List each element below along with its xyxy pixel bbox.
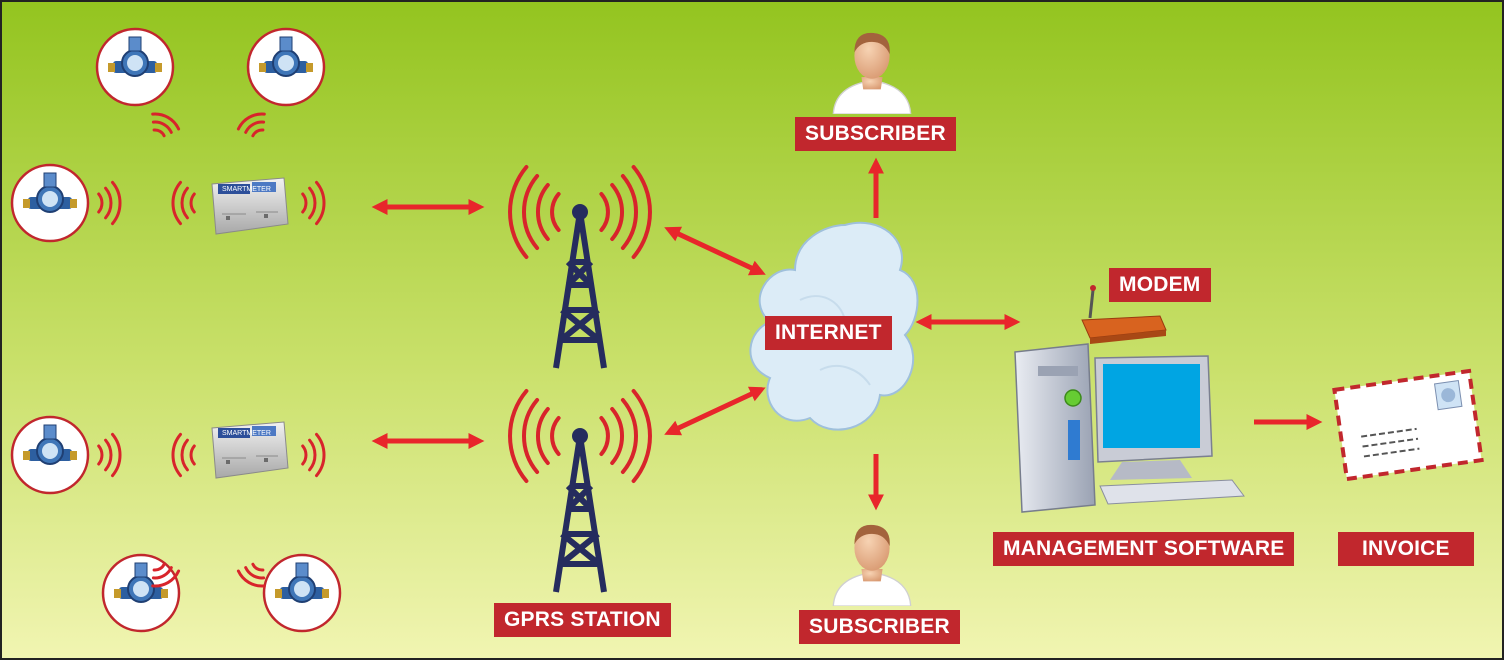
subscriber-bottom-label: SUBSCRIBER: [799, 610, 960, 644]
signal-wave-arc: [522, 398, 540, 474]
signal-wave-arc: [151, 566, 173, 580]
water-meter-icon: [10, 415, 90, 495]
signal-wave-arc: [631, 165, 652, 259]
gprs-tower-icon: [553, 204, 607, 369]
signal-wave-arc: [301, 444, 308, 466]
signal-wave-arc: [189, 444, 196, 466]
signal-wave-arc: [308, 186, 317, 220]
arrow-tower-internet-top: [664, 226, 766, 276]
signal-wave-arc: [180, 186, 189, 220]
invoice-label: INVOICE: [1338, 532, 1474, 566]
signal-wave-arc: [111, 180, 122, 226]
signal-wave-arc: [236, 112, 266, 131]
signal-wave-arc: [97, 192, 104, 214]
signal-wave-arc: [152, 562, 166, 572]
signal-wave-arc: [97, 444, 104, 466]
water-meter-icon: [101, 553, 181, 633]
envelope-icon: [1332, 368, 1484, 482]
signal-wave-arc: [104, 186, 113, 220]
water-meter-icon: [10, 163, 90, 243]
signal-wave-arc: [236, 569, 266, 588]
signal-wave-arc: [550, 192, 561, 232]
management-software-label: MANAGEMENT SOFTWARE: [993, 532, 1295, 566]
concentrator-brand-label: SMARTMETER: [222, 430, 271, 437]
signal-wave-arc: [111, 432, 122, 478]
signal-wave-arc: [301, 192, 308, 214]
signal-wave-arc: [315, 432, 326, 478]
signal-wave-arc: [610, 407, 624, 465]
signal-wave-arc: [251, 562, 265, 572]
signal-wave-arc: [599, 416, 610, 456]
water-meter-icon: [95, 27, 175, 107]
signal-wave-arc: [522, 174, 540, 250]
signal-wave-arc: [180, 438, 189, 472]
signal-wave-arc: [151, 569, 181, 588]
signal-wave-arc: [315, 180, 326, 226]
signal-wave-arc: [152, 128, 166, 138]
signal-wave-arc: [244, 120, 266, 134]
modem-label: MODEM: [1109, 268, 1211, 302]
internet-label: INTERNET: [765, 316, 892, 350]
signal-wave-arc: [536, 183, 550, 241]
signal-wave-arc: [251, 128, 265, 138]
signal-wave-arc: [151, 120, 173, 134]
signal-wave-arc: [151, 112, 181, 131]
water-meter-icon: [246, 27, 326, 107]
gprs-station-label: GPRS STATION: [494, 603, 671, 637]
radio-signal-waves: [97, 112, 652, 588]
signal-wave-arc: [508, 389, 529, 483]
water-meter-icon: [262, 553, 342, 633]
signal-wave-arc: [620, 398, 638, 474]
signal-wave-arc: [189, 192, 196, 214]
signal-wave-arc: [599, 192, 610, 232]
signal-wave-arc: [244, 566, 266, 580]
concentrator-brand-label: SMARTMETER: [222, 186, 271, 193]
arrow-tower-internet-bottom: [664, 386, 766, 436]
signal-wave-arc: [620, 174, 638, 250]
signal-wave-arc: [631, 389, 652, 483]
signal-wave-arc: [171, 180, 182, 226]
signal-wave-arc: [610, 183, 624, 241]
signal-wave-arc: [308, 438, 317, 472]
subscriber-top-label: SUBSCRIBER: [795, 117, 956, 151]
modem-icon: [1081, 285, 1167, 344]
connection-arrows: [371, 157, 1323, 511]
signal-wave-arc: [171, 432, 182, 478]
signal-wave-arc: [508, 165, 529, 259]
signal-wave-arc: [536, 407, 550, 465]
gprs-tower-icon: [553, 428, 607, 593]
signal-wave-arc: [550, 416, 561, 456]
signal-wave-arc: [104, 438, 113, 472]
desktop-computer-icon: [1014, 343, 1245, 513]
